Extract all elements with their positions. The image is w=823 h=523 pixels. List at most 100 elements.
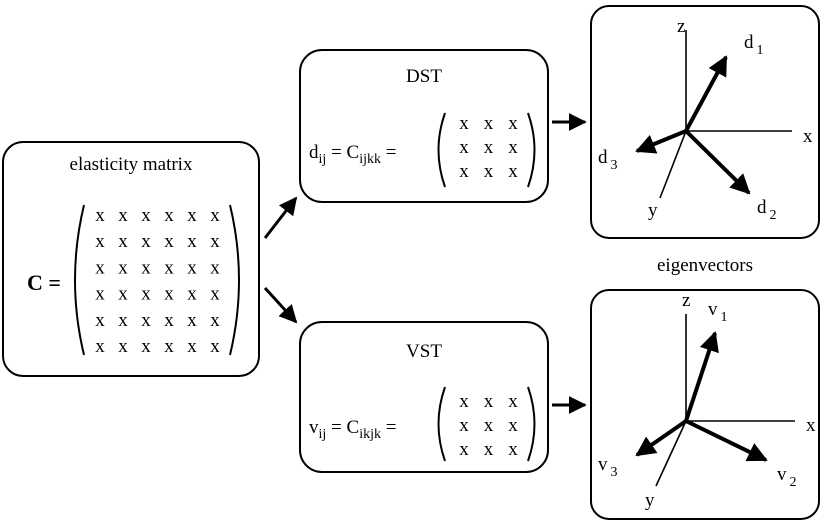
matrix-entry: x: [187, 257, 197, 278]
matrix-entry: x: [484, 161, 494, 182]
matrix-entry: x: [164, 336, 174, 357]
matrix-entry: x: [141, 310, 151, 331]
frame-bottom-vector-1: [684, 331, 719, 422]
frame-bottom-y-label: y: [645, 490, 655, 511]
dst-lhs-sub: ij: [319, 152, 327, 167]
elasticity-right-paren: [229, 204, 240, 356]
matrix-entry: x: [484, 439, 494, 460]
matrix-entry: x: [508, 439, 518, 460]
matrix-entry: x: [187, 336, 197, 357]
dst-rhs-sub: ijkk: [359, 152, 381, 167]
frame-top-y-label: y: [648, 200, 658, 221]
elasticity-title: elasticity matrix: [70, 154, 193, 175]
frame-top-vector-2: [684, 129, 751, 195]
arrow-to-vst: [263, 286, 298, 324]
matrix-entry: x: [141, 205, 151, 226]
vst-title: VST: [406, 341, 442, 362]
matrix-entry: x: [508, 161, 518, 182]
frame-top-vector-3: [635, 129, 687, 154]
vst-lhs-sub: ij: [319, 427, 327, 442]
matrix-entry: x: [141, 284, 151, 305]
frame-bottom-border: [590, 289, 820, 520]
matrix-entry: x: [508, 391, 518, 412]
matrix-entry: x: [141, 336, 151, 357]
matrix-entry: x: [118, 257, 128, 278]
vst-rhs-sub: ikjk: [359, 427, 381, 442]
arrow-to-dst: [263, 196, 298, 239]
matrix-entry: x: [95, 336, 105, 357]
matrix-entry: x: [459, 137, 469, 158]
matrix-entry: x: [484, 415, 494, 436]
frame-top-x-label: x: [803, 126, 813, 147]
matrix-entry: x: [459, 415, 469, 436]
dst-box-frame: [299, 49, 549, 203]
frame-bottom-vector-2: [685, 419, 768, 462]
vst-left-paren: [437, 386, 446, 462]
elasticity-symbol: C =: [27, 270, 61, 295]
matrix-entry: x: [118, 231, 128, 252]
vst-lhs-base: v: [309, 417, 319, 438]
matrix-entry: x: [164, 231, 174, 252]
frame-bottom-x-label: x: [806, 415, 816, 436]
dst-left-paren: [437, 112, 446, 188]
matrix-entry: x: [210, 257, 220, 278]
matrix-entry: x: [484, 391, 494, 412]
matrix-entry: x: [164, 257, 174, 278]
matrix-entry: x: [95, 257, 105, 278]
matrix-entry: x: [459, 113, 469, 134]
matrix-entry: x: [141, 231, 151, 252]
matrix-entry: x: [95, 310, 105, 331]
matrix-entry: x: [187, 310, 197, 331]
matrix-entry: x: [210, 336, 220, 357]
matrix-entry: x: [118, 310, 128, 331]
vst-box-frame: [299, 321, 549, 473]
matrix-entry: x: [95, 205, 105, 226]
dst-rhs-base: C: [347, 142, 360, 163]
frame-bottom-vector-3: [635, 419, 688, 457]
frame-bottom-y-axis: [655, 420, 687, 487]
elasticity-box-frame: [2, 141, 260, 377]
vst-right-paren: [527, 386, 536, 462]
dst-lhs-base: d: [309, 142, 319, 163]
matrix-entry: x: [164, 284, 174, 305]
matrix-entry: x: [484, 137, 494, 158]
matrix-entry: x: [459, 161, 469, 182]
matrix-entry: x: [210, 310, 220, 331]
matrix-entry: x: [164, 310, 174, 331]
matrix-entry: x: [508, 415, 518, 436]
dst-equation: dij = Cijkk =: [309, 142, 396, 167]
matrix-entry: x: [484, 113, 494, 134]
vst-rhs-base: C: [347, 417, 360, 438]
matrix-entry: x: [459, 439, 469, 460]
matrix-entry: x: [187, 284, 197, 305]
dst-right-paren: [527, 112, 536, 188]
matrix-entry: x: [118, 336, 128, 357]
frame-top-border: [590, 5, 820, 239]
matrix-entry: x: [141, 257, 151, 278]
frame-top-vector-1: [684, 55, 728, 132]
matrix-entry: x: [508, 113, 518, 134]
dst-title: DST: [406, 66, 442, 87]
elasticity-left-paren: [74, 204, 85, 356]
matrix-entry: x: [118, 284, 128, 305]
eigenvectors-label: eigenvectors: [657, 255, 753, 276]
frame-bottom-z-label: z: [682, 290, 690, 311]
matrix-entry: x: [210, 231, 220, 252]
vst-equation: vij = Cikjk =: [309, 417, 396, 442]
matrix-entry: x: [95, 231, 105, 252]
matrix-entry: x: [95, 284, 105, 305]
